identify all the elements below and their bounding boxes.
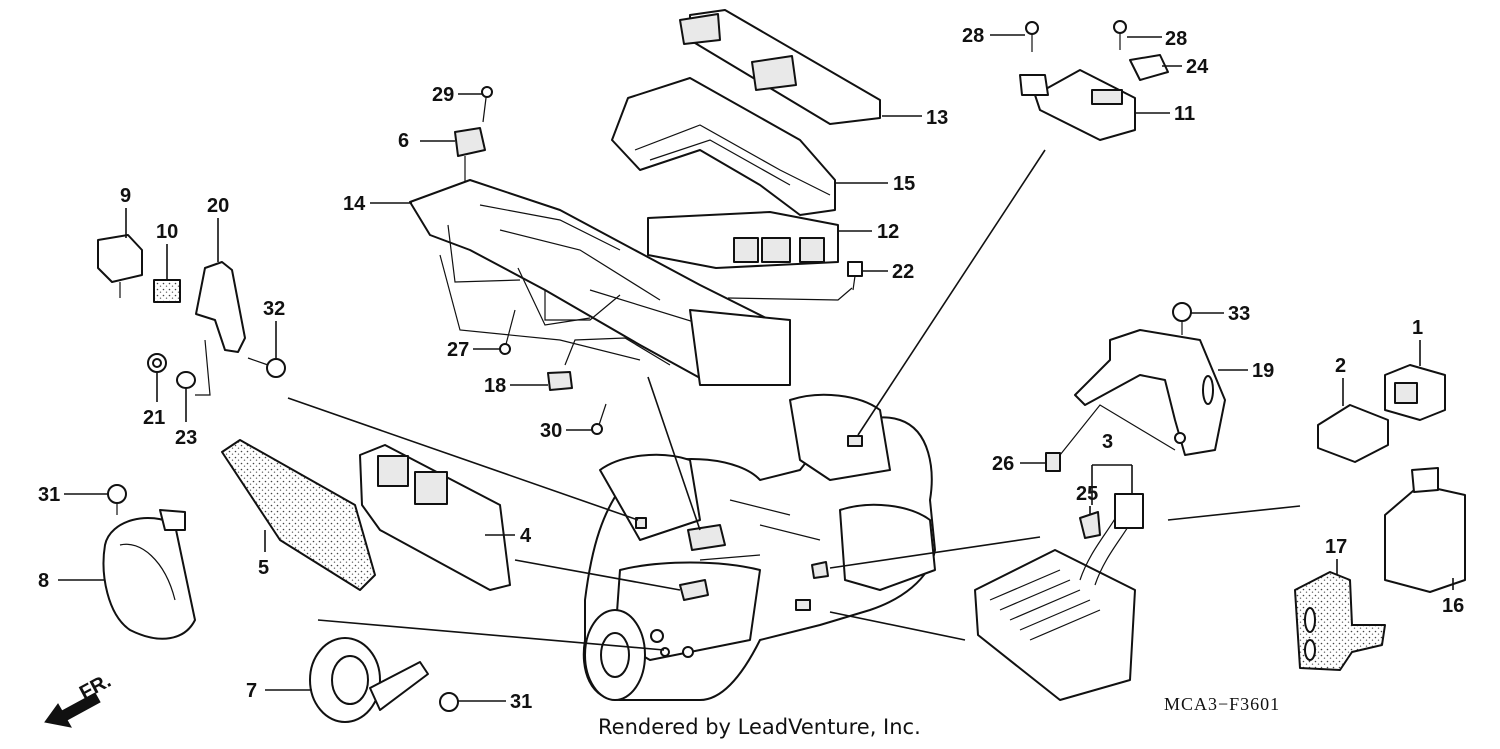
- part-20-plate[interactable]: [195, 261, 246, 353]
- callout-17: 17: [1325, 536, 1347, 558]
- part-32-bolt[interactable]: [247, 357, 286, 378]
- part-7-horn[interactable]: [309, 637, 429, 723]
- callout-30: 30: [540, 420, 562, 442]
- callout-33: 33: [1228, 303, 1250, 325]
- callout-8: 8: [38, 570, 49, 592]
- part-31-bolt-left[interactable]: [107, 484, 127, 515]
- part-9-relay[interactable]: [97, 234, 143, 298]
- part-25-clip[interactable]: [1079, 511, 1101, 539]
- part-6-connector[interactable]: [454, 127, 486, 182]
- render-credit: Rendered by LeadVenture, Inc.: [598, 715, 921, 739]
- callout-22: 22: [892, 261, 914, 283]
- callout-5: 5: [258, 557, 269, 579]
- part-5-cover[interactable]: [221, 439, 376, 591]
- callout-32: 32: [263, 298, 285, 320]
- callout-23: 23: [175, 427, 197, 449]
- callout-20: 20: [207, 195, 229, 217]
- callout-28-left: 28: [962, 25, 984, 47]
- part-24-clip[interactable]: [1129, 54, 1169, 81]
- callout-6: 6: [398, 130, 409, 152]
- part-17-bracket[interactable]: [1294, 571, 1386, 671]
- callout-labels: 1 2 3 4 5 6 7 8 9 10 11 12 13: [38, 25, 1464, 713]
- callout-2: 2: [1335, 355, 1346, 377]
- callout-10: 10: [156, 221, 178, 243]
- part-21-nut[interactable]: [147, 353, 167, 373]
- callout-31-lower: 31: [510, 691, 532, 713]
- leader-lines: [287, 149, 1301, 651]
- part-4-unit[interactable]: [359, 444, 511, 591]
- part-29-screw[interactable]: [481, 86, 493, 123]
- part-8-horn[interactable]: [102, 509, 196, 640]
- part-30-screw[interactable]: [591, 403, 607, 435]
- part-26-grommet[interactable]: [1045, 452, 1061, 472]
- part-2-relay[interactable]: [1317, 404, 1389, 463]
- direction-label: FR.: [76, 670, 115, 705]
- part-33-bolt[interactable]: [1172, 302, 1192, 335]
- callout-16: 16: [1442, 595, 1464, 617]
- part-10-relay[interactable]: [153, 279, 181, 303]
- motorcycle-illustration: [582, 393, 936, 701]
- callout-26: 26: [992, 453, 1014, 475]
- part-11-module[interactable]: [1019, 69, 1136, 141]
- callout-27: 27: [447, 339, 469, 361]
- part-16-unit[interactable]: [1384, 467, 1466, 593]
- part-3-regulator[interactable]: [974, 493, 1144, 701]
- callout-7: 7: [246, 680, 257, 702]
- callout-11: 11: [1174, 103, 1195, 125]
- diagram-code: MCA3−F3601: [1164, 694, 1281, 714]
- callout-28-right: 28: [1165, 28, 1187, 50]
- part-22-bolt[interactable]: [847, 261, 863, 291]
- part-28-screw-left[interactable]: [1025, 21, 1039, 52]
- assembly-guide-lines: [195, 224, 1176, 456]
- callout-14: 14: [343, 193, 366, 215]
- part-14-tray[interactable]: [409, 179, 791, 386]
- callout-21: 21: [143, 407, 165, 429]
- callout-29: 29: [432, 84, 454, 106]
- callout-18: 18: [484, 375, 506, 397]
- part-18-grommet[interactable]: [547, 371, 573, 391]
- part-19-bracket[interactable]: [1074, 329, 1226, 456]
- part-27-screw[interactable]: [499, 309, 516, 355]
- callout-9: 9: [120, 185, 131, 207]
- part-15-bracket[interactable]: [611, 77, 836, 216]
- part-23-collar[interactable]: [176, 371, 196, 389]
- part-13-cover[interactable]: [679, 9, 881, 125]
- part-31-bolt-lower[interactable]: [439, 692, 459, 712]
- callout-12: 12: [877, 221, 899, 243]
- callout-15: 15: [893, 173, 915, 195]
- callout-13: 13: [926, 107, 948, 129]
- part-1-cap[interactable]: [1384, 364, 1446, 421]
- callout-19: 19: [1252, 360, 1274, 382]
- callout-31-left: 31: [38, 484, 60, 506]
- callout-25: 25: [1076, 483, 1098, 505]
- callout-1: 1: [1412, 317, 1423, 339]
- callout-24: 24: [1186, 56, 1209, 78]
- callout-4: 4: [520, 525, 532, 547]
- part-28-screw-right[interactable]: [1113, 20, 1127, 50]
- callout-3: 3: [1102, 431, 1113, 453]
- part-12-ecu[interactable]: [647, 211, 839, 269]
- front-direction-arrow: FR.: [44, 670, 115, 728]
